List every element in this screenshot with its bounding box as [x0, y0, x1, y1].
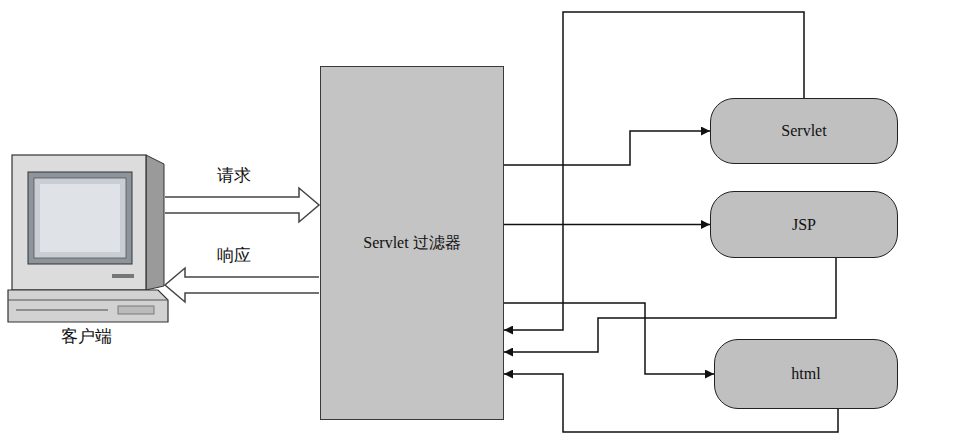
- node-label: Servlet: [781, 121, 826, 140]
- connector-line: [504, 131, 710, 165]
- hollow-arrow: [165, 188, 319, 222]
- filter-box: Servlet 过滤器: [320, 66, 504, 420]
- hollow-arrow: [165, 268, 319, 302]
- client-node: 客户端: [8, 150, 164, 350]
- edge-label: 响应: [215, 245, 253, 265]
- node-label: html: [791, 364, 820, 383]
- connector-line: [504, 12, 804, 330]
- node-label: Servlet 过滤器: [363, 233, 460, 252]
- connector-line: [504, 224, 710, 226]
- connector-line: [504, 258, 836, 352]
- node-label: 客户端: [61, 326, 112, 346]
- connector-line: [504, 303, 714, 374]
- servlet-box: Servlet: [710, 98, 898, 164]
- node-label: JSP: [792, 215, 816, 234]
- jsp-box: JSP: [710, 191, 898, 258]
- html-box: html: [714, 339, 898, 409]
- edge-label: 请求: [215, 165, 253, 185]
